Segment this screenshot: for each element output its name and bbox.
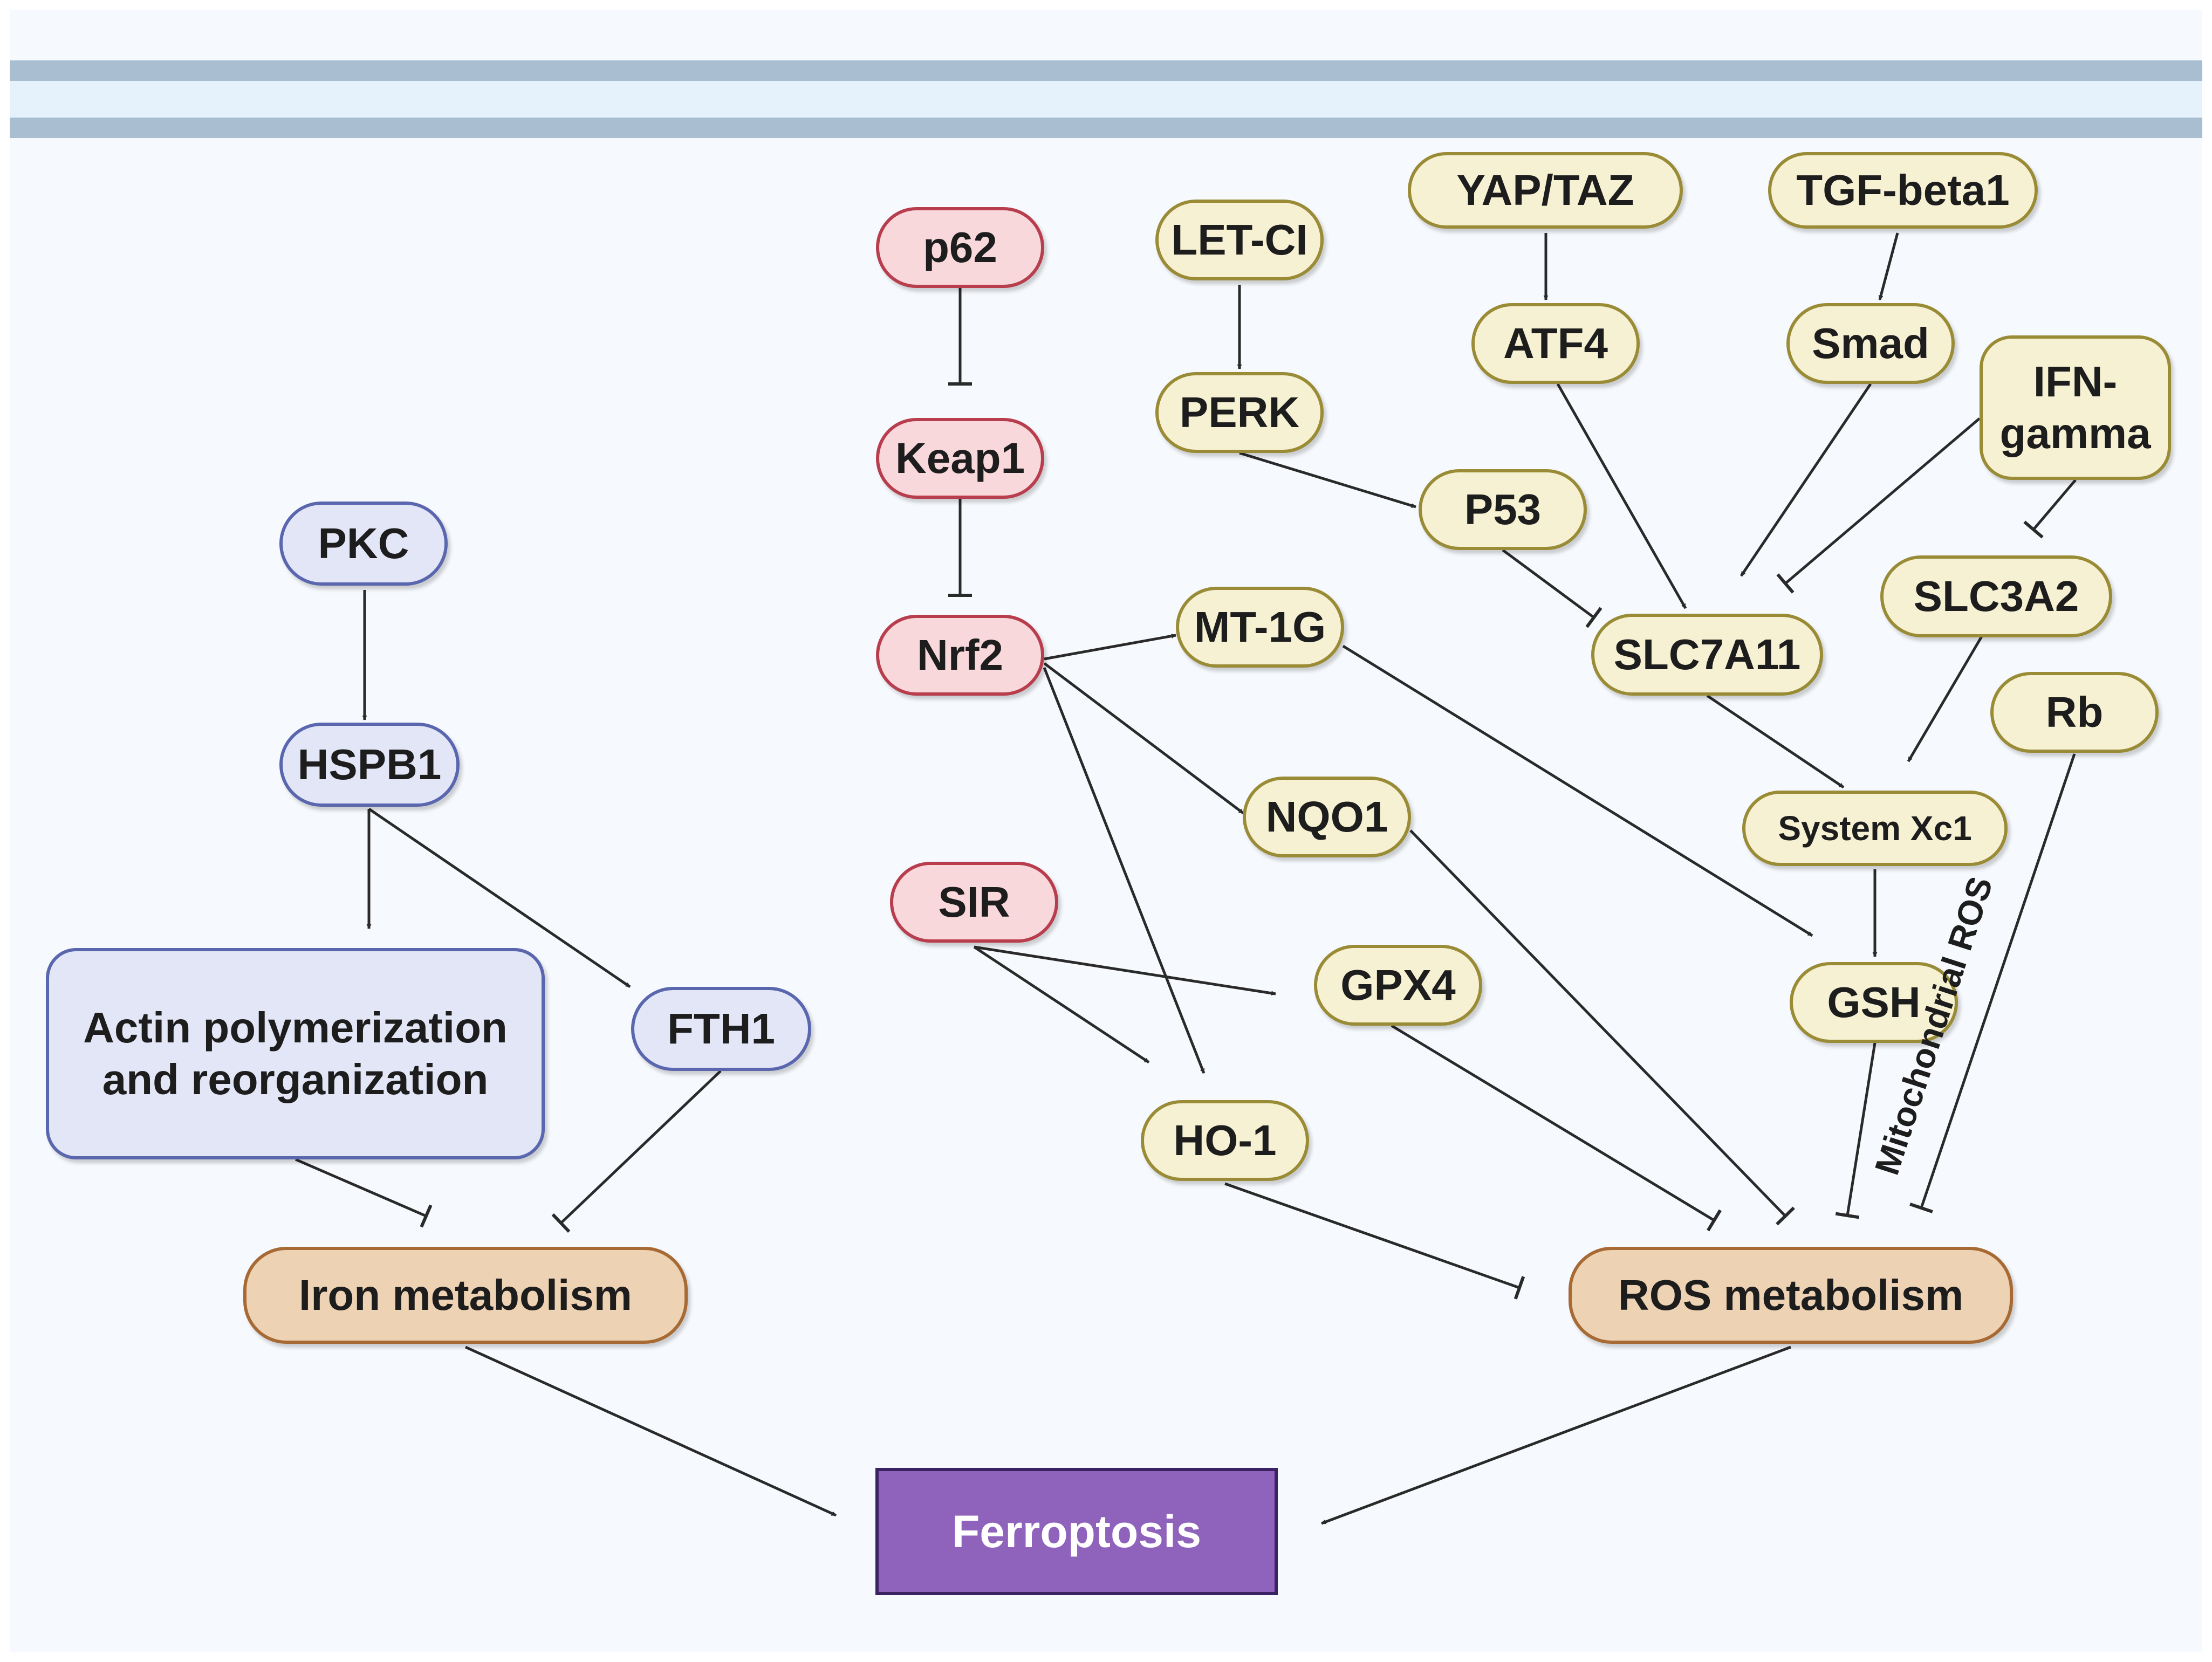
edge-nrf2-to-nqo1 — [1043, 662, 1244, 814]
edge-fth1-to-iron_metabolism — [551, 1070, 722, 1233]
node-yap-taz: YAP/TAZ — [1408, 152, 1683, 229]
inhibition-bar — [551, 1213, 571, 1233]
edge-mt1g-to-gsh — [1342, 644, 1813, 937]
edge-gpx4-to-ros_metabolism — [1391, 1024, 1722, 1232]
inhibition-bar — [1707, 1209, 1722, 1232]
node-hspb1: HSPB1 — [279, 723, 460, 807]
inhibition-bar — [1776, 1206, 1795, 1226]
edge-ifn_gamma-to-slc3a2 — [2023, 479, 2077, 539]
node-slc7a11: SLC7A11 — [1591, 614, 1823, 696]
node-tgf-beta1: TGF-beta1 — [1768, 152, 2038, 229]
cell-membrane-inner-layer — [10, 118, 2202, 138]
edge-iron_metabolism-to-ferroptosis — [464, 1345, 837, 1517]
node-smad: Smad — [1786, 303, 1955, 384]
node-p62: p62 — [876, 207, 1044, 288]
cell-membrane-interior — [10, 81, 2202, 118]
node-nrf2: Nrf2 — [876, 615, 1044, 696]
edge-ifn_gamma-to-slc7a11 — [1776, 417, 1981, 594]
edge-perk-to-p53 — [1239, 451, 1416, 509]
cell-membrane-outer-layer — [10, 60, 2202, 81]
inhibition-bar — [2023, 520, 2044, 539]
edge-slc3a2-to-system_xc1 — [1907, 630, 1987, 763]
node-let-ci: LET-CI — [1155, 200, 1324, 280]
node-p53: P53 — [1419, 469, 1587, 550]
node-nqo1: NQO1 — [1243, 777, 1411, 857]
node-slc3a2: SLC3A2 — [1880, 555, 2112, 637]
inhibition-bar — [1514, 1276, 1525, 1300]
node-ho-1: HO-1 — [1141, 1100, 1309, 1181]
inhibition-bar — [420, 1204, 433, 1228]
inhibition-bar — [1909, 1203, 1933, 1213]
node-mt-1g: MT-1G — [1176, 587, 1344, 668]
node-rb: Rb — [1990, 672, 2159, 753]
inhibition-bar — [1776, 573, 1795, 594]
edge-smad-to-slc7a11 — [1740, 383, 1872, 577]
edge-gsh-to-ros_metabolism — [1835, 1042, 1877, 1219]
node-iron-metabolism: Iron metabolism — [243, 1247, 688, 1344]
edge-keap1-to-nrf2 — [948, 499, 972, 597]
edge-rb-to-ros_metabolism — [1909, 753, 2076, 1213]
edge-nrf2-to-mt1g — [1044, 634, 1176, 661]
edge-p53-to-slc7a11 — [1502, 548, 1602, 628]
node-gsh: GSH — [1790, 962, 1958, 1043]
node-ferroptosis: Ferroptosis — [875, 1468, 1278, 1595]
edge-p62-to-keap1 — [948, 288, 972, 386]
node-keap1: Keap1 — [876, 418, 1044, 499]
edge-tgf_beta1-to-smad — [1878, 232, 1899, 300]
edge-sir-to-gpx4 — [974, 945, 1276, 996]
edge-ho1-to-ros_metabolism — [1224, 1182, 1525, 1300]
edge-hspb1-to-fth1 — [368, 807, 631, 988]
node-gpx4: GPX4 — [1314, 945, 1482, 1026]
edge-atf4-to-slc7a11 — [1556, 383, 1687, 609]
inhibition-bar — [1585, 607, 1602, 628]
edge-nrf2-to-ho1 — [1043, 667, 1206, 1074]
edge-nqo1-to-ros_metabolism — [1409, 829, 1795, 1226]
edge-sir-to-ho1 — [973, 945, 1150, 1064]
node-ros-metabolism: ROS metabolism — [1569, 1247, 2013, 1344]
node-pkc: PKC — [279, 502, 448, 586]
node-atf4: ATF4 — [1471, 303, 1640, 384]
inhibition-bar — [1835, 1212, 1860, 1219]
node-sir: SIR — [890, 862, 1058, 943]
node-actin-polymerization: Actin polymerization and reorganization — [46, 948, 545, 1159]
edge-slc7a11-to-system_xc1 — [1706, 694, 1845, 789]
edge-actin-to-iron_metabolism — [295, 1158, 433, 1228]
node-perk: PERK — [1155, 372, 1324, 453]
node-system-xc1: System Xc1 — [1742, 791, 2008, 866]
node-ifn-gamma: IFN-gamma — [1980, 335, 2171, 480]
edge-ros_metabolism-to-ferroptosis — [1321, 1345, 1791, 1525]
node-fth1: FTH1 — [631, 987, 811, 1071]
